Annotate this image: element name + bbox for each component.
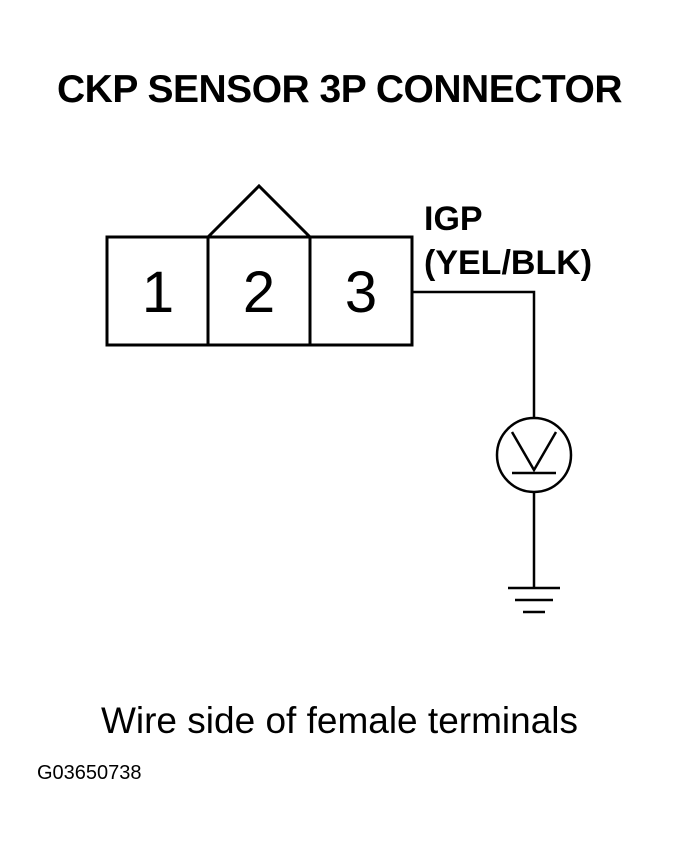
- wire-color-label: (YEL/BLK): [424, 244, 592, 282]
- figure-id: G03650738: [37, 762, 142, 784]
- voltmeter-icon: [495, 416, 573, 494]
- diagram-caption: Wire side of female terminals: [100, 700, 579, 741]
- connector-lock-tab: [206, 183, 312, 239]
- pin-1-label: 1: [142, 260, 174, 325]
- pin-3-label: 3: [345, 260, 377, 325]
- pin-2-label: 2: [243, 260, 275, 325]
- voltmeter-circle: [495, 416, 573, 494]
- wire-signal-label: IGP: [424, 200, 483, 238]
- ground-icon: [508, 586, 560, 614]
- test-wire: [412, 290, 536, 588]
- diagram-title: CKP SENSOR 3P CONNECTOR: [57, 68, 622, 111]
- wire-pin3-to-meter: [412, 290, 536, 418]
- voltmeter-v-symbol: [510, 431, 558, 473]
